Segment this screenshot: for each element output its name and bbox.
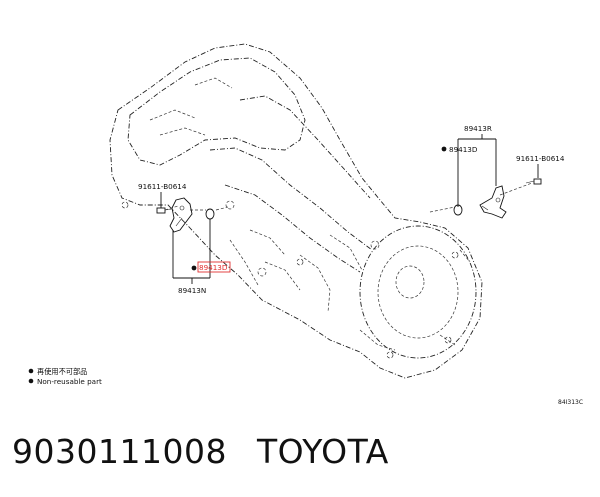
bolt-left <box>156 207 173 214</box>
label-bolt-left: 91611-B0614 <box>138 182 187 191</box>
nonreusable-dot-left <box>191 265 197 271</box>
part-number: 9030111008 <box>12 432 227 471</box>
legend-line-2: Non-reusable part <box>37 377 102 386</box>
oring-right <box>453 204 463 216</box>
legend-dot-1 <box>28 368 34 374</box>
label-sensor-left: 89413N <box>178 286 206 295</box>
label-sensor-right: 89413R <box>464 124 492 133</box>
nonreusable-dot-right <box>441 146 447 152</box>
right-sensor-group: 89413R 89413D 91611-B0614 <box>429 124 565 219</box>
speed-sensor-right <box>479 185 507 219</box>
transmission-outline <box>109 43 483 379</box>
legend-dot-2 <box>28 378 34 384</box>
label-bolt-right: 91611-B0614 <box>516 154 565 163</box>
label-oring-right: 89413D <box>449 145 478 154</box>
label-oring-left[interactable]: 89413D <box>199 263 228 272</box>
brand-name: TOYOTA <box>256 432 389 471</box>
legend-line-1: 再使用不可部品 <box>37 367 87 376</box>
speed-sensor-left <box>169 197 193 233</box>
oring-left <box>205 208 215 220</box>
figure-code: 84I313C <box>558 399 583 406</box>
highlight-box <box>197 261 231 273</box>
part-caption: 9030111008 TOYOTA <box>12 432 389 471</box>
bolt-right <box>525 178 542 185</box>
legend: 再使用不可部品 Non-reusable part <box>28 367 102 386</box>
left-sensor-group: 91611-B0614 89413D 89413N <box>138 182 231 295</box>
